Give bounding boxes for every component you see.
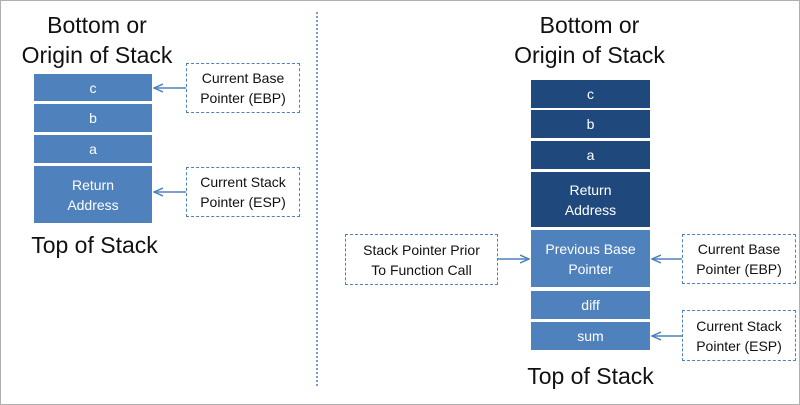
left-stack-block-c: c — [34, 74, 152, 101]
left-esp-callout: Current Stack Pointer (ESP) — [186, 167, 300, 217]
left-bottom-of-stack-heading: Bottom or Origin of Stack — [21, 12, 173, 68]
right-ebp-callout: Current Base Pointer (EBP) — [682, 234, 796, 284]
left-stack-block-a: a — [34, 135, 152, 163]
panel-divider — [316, 12, 318, 386]
left-stack-block-b: b — [34, 104, 152, 132]
right-esp-callout: Current Stack Pointer (ESP) — [682, 310, 796, 361]
right-stack-block-sum: sum — [531, 322, 650, 350]
left-top-of-stack-heading: Top of Stack — [31, 232, 158, 258]
right-top-of-stack-heading: Top of Stack — [527, 363, 654, 389]
right-stack-block-a: a — [531, 141, 650, 169]
right-stack-pointer-prior-callout: Stack Pointer Prior To Function Call — [345, 234, 498, 285]
right-stack-block-return-address: Return Address — [531, 172, 650, 227]
right-bottom-of-stack-heading: Bottom or Origin of Stack — [514, 12, 665, 68]
right-stack-block-c: c — [531, 80, 650, 108]
right-stack-block-previous-base-pointer: Previous Base Pointer — [531, 230, 650, 287]
right-stack-block-b: b — [531, 110, 650, 138]
left-stack-block-return-address: Return Address — [34, 166, 152, 223]
left-ebp-callout: Current Base Pointer (EBP) — [186, 63, 300, 113]
right-stack-block-diff: diff — [531, 291, 650, 319]
